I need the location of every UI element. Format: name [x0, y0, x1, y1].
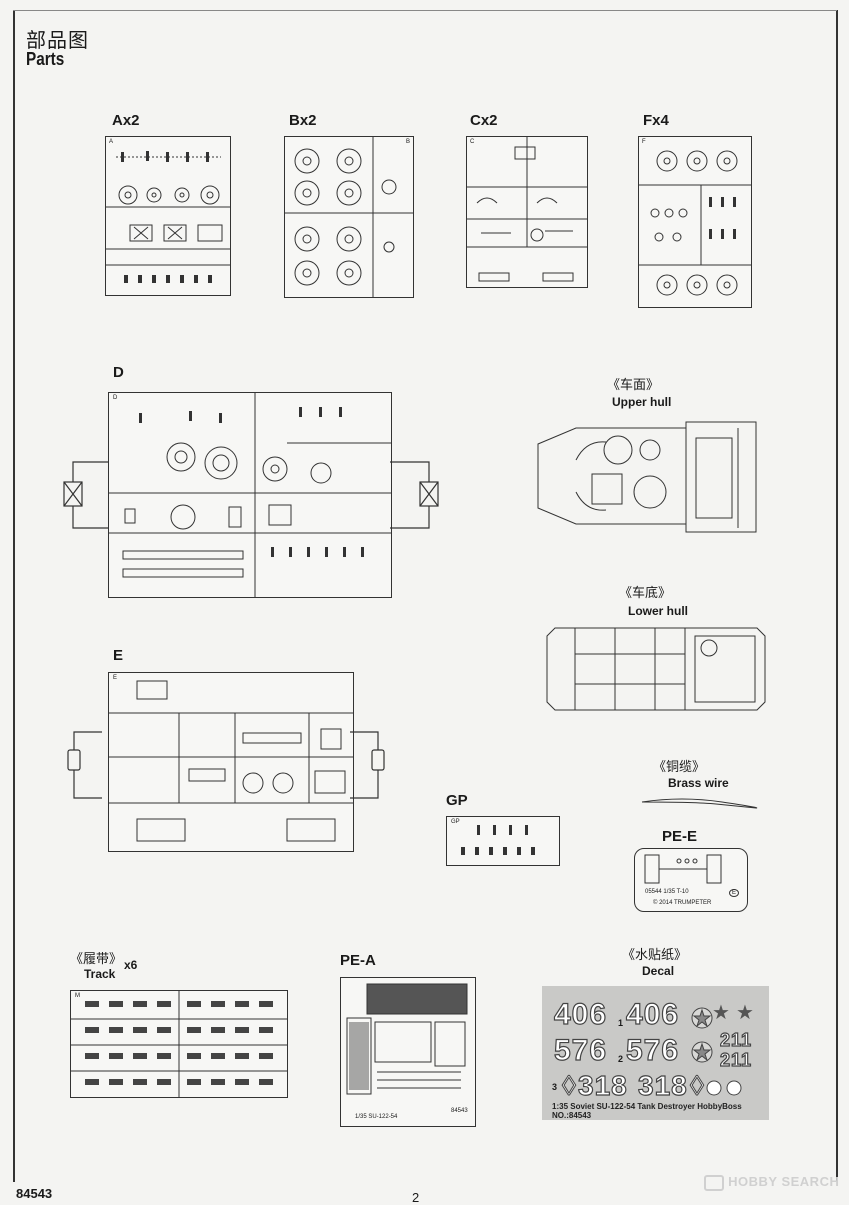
- sprue-e-left-hanger: [67, 731, 102, 799]
- sprue-b-frame: B: [284, 136, 414, 298]
- sprue-gp-parts: [461, 825, 535, 855]
- decal-index-3: 3: [552, 1082, 558, 1092]
- decal-211-b: 211: [719, 1049, 753, 1070]
- sprue-a-label: Ax2: [112, 112, 140, 129]
- pe-e-label: PE-E: [662, 828, 698, 845]
- page-title-en: Parts: [26, 49, 65, 69]
- sprue-gp-tag: GP: [451, 819, 460, 825]
- pe-a-fret: 1/35 SU-122-54 84543: [340, 977, 476, 1127]
- sprue-c-frame: C: [466, 136, 588, 288]
- sprue-c-tag: C: [470, 139, 475, 145]
- upper-hull-drawing: [537, 421, 757, 533]
- decal-index-1: 1: [618, 1018, 624, 1028]
- sprue-e-tag: E: [113, 675, 118, 681]
- sprue-gp-label: GP: [446, 792, 468, 809]
- sprue-e-label: E: [113, 647, 124, 664]
- sprue-c-parts: [467, 137, 587, 282]
- sprue-e-parts: [109, 680, 353, 842]
- decal-cn: 《水贴纸》: [622, 948, 688, 963]
- pe-a-code: 84543: [451, 1108, 468, 1114]
- sprue-b-label: Bx2: [289, 112, 317, 129]
- decal-318-b: 318: [637, 1069, 688, 1101]
- footer-model-code: 84543: [16, 1186, 53, 1201]
- sprue-e-frame: E: [108, 672, 354, 852]
- sprue-e-right-hanger: [350, 731, 385, 799]
- lower-hull-en: Lower hull: [628, 604, 688, 618]
- hobby-search-watermark: HOBBY SEARCH: [704, 1174, 839, 1191]
- sprue-d-right-hanger: [390, 461, 439, 529]
- sprue-b-tag: B: [405, 139, 410, 145]
- brass-wire-drawing: [641, 798, 758, 809]
- footer-page-number: 2: [412, 1190, 420, 1205]
- sprue-d-left-hanger: [63, 461, 108, 529]
- brass-wire-en: Brass wire: [668, 776, 729, 790]
- pe-e-fret: 05544 1/35 T-10 E © 2014 TRUMPETER: [634, 848, 748, 912]
- watermark-icon: [704, 1174, 724, 1191]
- sprue-a-frame: A: [105, 136, 231, 296]
- decal-406-b: 406: [625, 997, 680, 1031]
- pe-a-label: PE-A: [340, 952, 376, 969]
- page-border-left: [13, 10, 15, 1182]
- decal-406-a: 406: [553, 997, 608, 1031]
- upper-hull-cn: 《车面》: [607, 378, 660, 393]
- watermark-text: HOBBY SEARCH: [728, 1174, 840, 1189]
- pe-e-code-line: 05544 1/35 T-10: [645, 889, 689, 895]
- page-border-top: [13, 10, 837, 11]
- track-links: [71, 991, 287, 1097]
- sprue-a-tag: A: [109, 139, 114, 145]
- decal-footer-line: 1:35 Soviet SU-122-54 Tank Destroyer Hob…: [552, 1102, 742, 1120]
- pe-a-scale-line: 1/35 SU-122-54: [355, 1114, 398, 1120]
- track-fret: M: [70, 990, 288, 1098]
- upper-hull-en: Upper hull: [612, 395, 672, 409]
- decal-star-a: ★: [712, 1002, 730, 1024]
- sprue-f-tag: F: [642, 139, 646, 145]
- pe-e-parts: [644, 854, 722, 884]
- sprue-f-label: Fx4: [643, 112, 669, 129]
- track-qty: x6: [124, 958, 138, 972]
- sprue-c-label: Cx2: [470, 112, 498, 129]
- decal-en: Decal: [642, 964, 675, 978]
- pe-a-parts: [346, 983, 468, 1095]
- decal-211-a: 211: [719, 1029, 753, 1050]
- decal-index-2: 2: [618, 1054, 624, 1064]
- lower-hull-drawing: [546, 627, 766, 711]
- decal-emblems: [691, 1007, 742, 1096]
- sprue-gp-frame: GP: [446, 816, 560, 866]
- lower-hull-cn: 《车底》: [619, 586, 672, 601]
- decal-diamond-right: ◊: [690, 1070, 705, 1102]
- decal-318-a: 318: [577, 1069, 628, 1101]
- sprue-a-parts: [106, 151, 230, 283]
- decal-star-b: ★: [736, 1002, 754, 1024]
- page-border-right: [836, 10, 838, 1182]
- sprue-d-label: D: [113, 364, 124, 381]
- sprue-f-frame: F: [638, 136, 752, 308]
- decal-576-a: 576: [553, 1033, 608, 1067]
- sprue-d-parts: [109, 393, 391, 597]
- pe-e-mark: E: [729, 889, 740, 897]
- sprue-d-tag: D: [113, 395, 118, 401]
- track-cn: 《履带》: [70, 952, 123, 967]
- sprue-b-wheels: [285, 137, 413, 297]
- track-en: Track: [84, 967, 116, 981]
- sprue-f-parts: [639, 150, 751, 296]
- decal-576-b: 576: [625, 1033, 680, 1067]
- decal-sheet: 406 1 406 576 2 576 3 ◊ 318 318 ◊ ★ ★ 21…: [542, 986, 769, 1120]
- pe-e-copyright: © 2014 TRUMPETER: [653, 900, 712, 906]
- decal-diamond-left: ◊: [562, 1070, 577, 1102]
- brass-wire-cn: 《铜缆》: [653, 760, 706, 775]
- sprue-d-frame: D: [108, 392, 392, 598]
- page-title-cn: 部品图: [26, 28, 89, 52]
- track-tag: M: [75, 993, 80, 999]
